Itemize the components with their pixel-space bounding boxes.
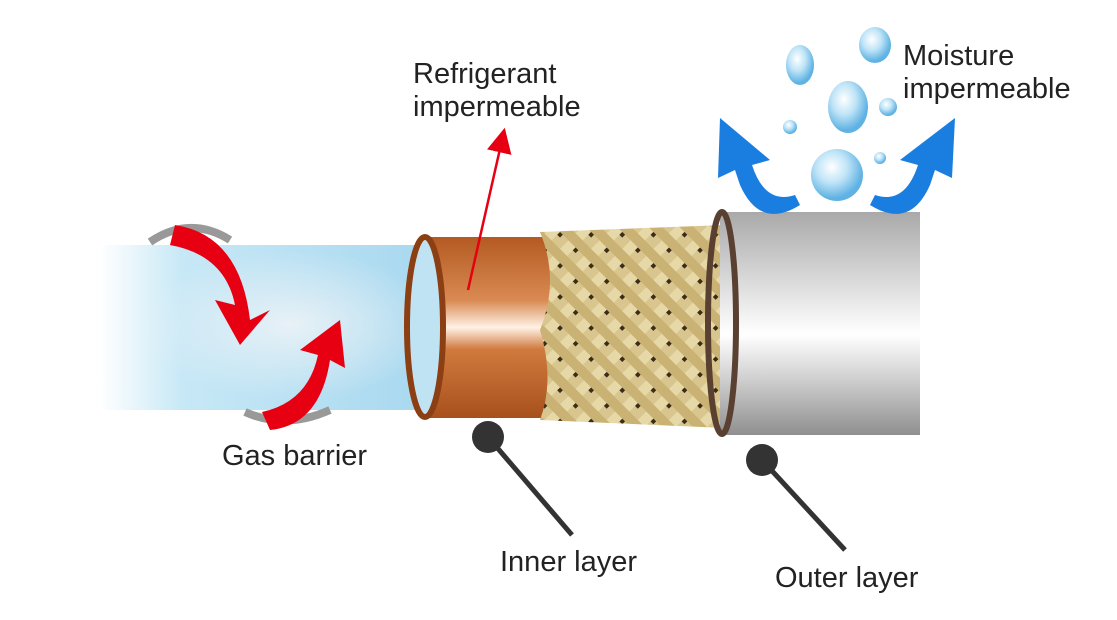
moisture-line-1: Moisture: [903, 40, 1015, 72]
outer-layer-label: Outer layer: [775, 562, 919, 594]
refrigerant-line-2: impermeable: [413, 91, 581, 123]
water-drops: [783, 27, 897, 201]
outer-layer-pin-line: [760, 458, 847, 552]
refrigerant-impermeable-label: Refrigerant impermeable: [413, 58, 581, 124]
gas-cloud: [140, 250, 440, 400]
braid-layer: [540, 225, 725, 428]
inner-layer-pin-head: [472, 421, 504, 453]
refrigerant-line-1: Refrigerant: [413, 58, 557, 90]
red-arrow-up: [262, 320, 345, 430]
blue-arrow-right: [870, 118, 955, 214]
red-arrow-down: [170, 225, 270, 345]
gas-barrier-label: Gas barrier: [222, 440, 368, 472]
gray-arc: [147, 224, 233, 246]
refrigerant-arrow: [466, 127, 512, 291]
outer-layer-rim: [705, 209, 739, 437]
inner-layer-pin-line: [486, 435, 574, 537]
inner-layer-opening: [404, 234, 446, 420]
inner-layer-label: Inner layer: [500, 546, 638, 578]
outer-layer-tube: [720, 212, 920, 435]
blue-arrow-left: [718, 118, 800, 214]
moisture-impermeable-label: Moisture impermeable: [903, 40, 1071, 106]
moisture-line-2: impermeable: [903, 73, 1071, 105]
outer-layer-pin-head: [746, 444, 778, 476]
